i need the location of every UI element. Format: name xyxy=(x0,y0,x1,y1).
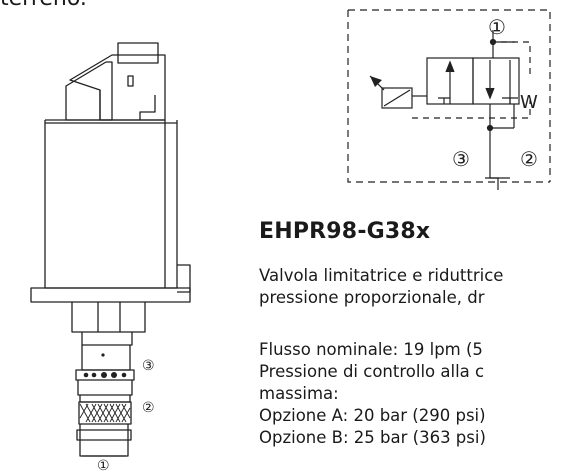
valve-port-label-1: ① xyxy=(97,458,110,474)
coil-housing xyxy=(44,120,178,289)
seal-ring-3 xyxy=(75,369,135,381)
schematic-port-label-3: ③ xyxy=(452,147,470,171)
valve-square-right xyxy=(472,57,520,105)
schematic-port-label-2: ② xyxy=(520,147,538,171)
cartridge-stem xyxy=(81,345,131,371)
connector-side xyxy=(65,61,113,121)
filter-screen xyxy=(78,401,132,425)
schematic-boundary xyxy=(347,9,551,183)
connector-pin xyxy=(127,75,134,87)
spec-line-option-b: Opzione B: 25 bar (363 psi) xyxy=(259,428,486,447)
port-holes xyxy=(83,353,127,378)
base-flange xyxy=(30,287,191,303)
valve-illustration: ③ ② ① xyxy=(30,42,191,474)
spec-line-max: massima: xyxy=(259,384,339,403)
schematic-w-label: W xyxy=(520,92,538,113)
top-text-fragment: terreno. xyxy=(0,0,87,11)
hydraulic-schematic: ① ③ ② W xyxy=(347,9,551,190)
solenoid-arrow-icon xyxy=(370,76,382,87)
schematic-port-label-1: ① xyxy=(488,15,506,39)
valve-port-label-2: ② xyxy=(142,400,155,416)
seal-ring-bottom xyxy=(76,429,132,441)
connector-body xyxy=(69,54,166,121)
side-flange xyxy=(177,264,191,293)
solenoid xyxy=(381,87,413,109)
screen-hatch xyxy=(79,403,131,423)
description-line-2: pressione proporzionale, dr xyxy=(259,288,485,307)
hex-nut xyxy=(71,302,146,333)
valve-port-label-3: ③ xyxy=(142,358,155,374)
product-title: EHPR98-G38x xyxy=(259,219,431,244)
description-line-1: Valvola limitatrice e riduttrice xyxy=(259,266,504,285)
spec-line-option-a: Opzione A: 20 bar (290 psi) xyxy=(259,406,486,425)
spec-line-flow: Flusso nominale: 19 lpm (5 xyxy=(259,340,483,359)
connector-top-tab xyxy=(117,42,159,64)
spec-line-control-pressure: Pressione di controllo alla c xyxy=(259,362,485,381)
